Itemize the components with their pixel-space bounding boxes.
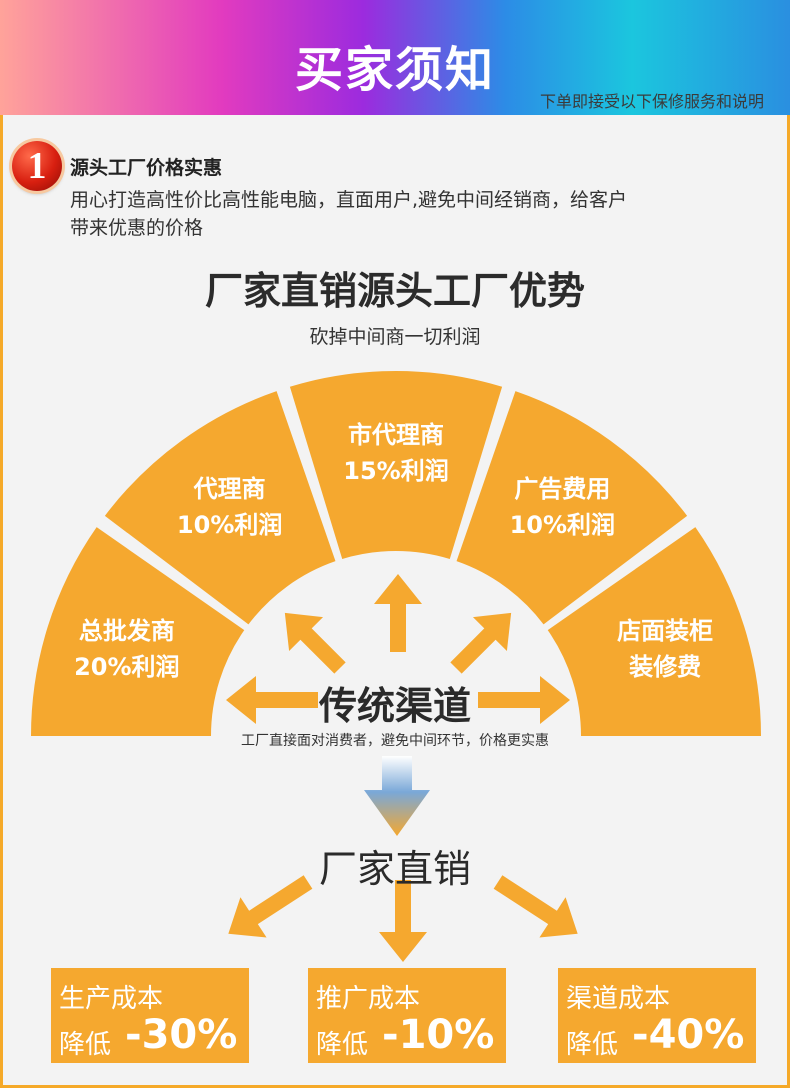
fan-segment bbox=[104, 391, 336, 625]
fan-segments bbox=[31, 371, 761, 736]
arrow-down-icon bbox=[379, 880, 427, 962]
point-description-line: 带来优惠的价格 bbox=[70, 217, 204, 239]
point-title: 源头工厂价格实惠 bbox=[70, 157, 223, 179]
arrow-left-icon bbox=[226, 676, 318, 724]
page-subtitle: 下单即接受以下保修服务和说明 bbox=[539, 92, 764, 111]
fan-segment-name: 市代理商 bbox=[348, 421, 444, 449]
fan-segment-name: 广告费用 bbox=[514, 475, 611, 504]
cost-value: -10% bbox=[382, 1012, 495, 1058]
cost-name: 渠道成本 bbox=[566, 984, 671, 1014]
arrow-down-gradient-icon bbox=[364, 756, 430, 836]
fan-segment-value: 15%利润 bbox=[343, 457, 449, 485]
traditional-channel-subtitle: 工厂直接面对消费者，避免中间环节，价格更实惠 bbox=[241, 733, 549, 749]
point-description-line: 用心打造高性价比高性能电脑，直面用户,避免中间经销商，给客户 bbox=[70, 189, 628, 211]
fan-segment-label: 代理商 10%利润 bbox=[160, 471, 300, 543]
section-title: 厂家直销源头工厂优势 bbox=[204, 269, 585, 313]
cost-box-production: 生产成本 降低 -30% bbox=[51, 968, 249, 1063]
fan-segment bbox=[289, 371, 503, 559]
arrow-up-left-icon bbox=[284, 612, 346, 674]
cost-name: 生产成本 bbox=[59, 984, 164, 1014]
fan-segment-value: 20%利润 bbox=[74, 652, 180, 681]
arrow-group bbox=[226, 574, 578, 962]
fan-segment-value: 10%利润 bbox=[176, 511, 283, 540]
arrow-down-right-icon bbox=[493, 875, 578, 938]
fan-segment-label: 广告费用 10%利润 bbox=[492, 471, 632, 543]
header-banner: 买家须知 下单即接受以下保修服务和说明 bbox=[0, 0, 790, 115]
section-subtitle: 砍掉中间商一切利润 bbox=[309, 326, 481, 348]
arrow-up-right-icon bbox=[450, 612, 512, 674]
cost-value: -40% bbox=[632, 1012, 745, 1058]
fan-segment bbox=[31, 527, 245, 736]
cost-box-channel: 渠道成本 降低 -40% bbox=[558, 968, 756, 1063]
direct-sale-title: 厂家直销 bbox=[318, 847, 471, 891]
fan-segment-label: 市代理商 15%利润 bbox=[326, 417, 466, 489]
fan-segment-name: 总批发商 bbox=[78, 616, 175, 645]
traditional-channel-title: 传统渠道 bbox=[318, 684, 471, 728]
fan-segment-name: 店面装柜 bbox=[617, 616, 714, 645]
fan-segment-label: 店面装柜装修费 bbox=[595, 613, 735, 685]
fan-segment-name: 代理商 bbox=[193, 475, 266, 504]
number-badge-icon: 1 bbox=[12, 141, 62, 191]
fan-segment bbox=[547, 527, 761, 736]
fan-segment-value: 10%利润 bbox=[509, 511, 616, 540]
cost-reduce-label: 降低 bbox=[316, 1030, 369, 1060]
fan-segment bbox=[456, 391, 688, 625]
cost-box-promotion: 推广成本 降低 -10% bbox=[308, 968, 506, 1063]
cost-reduce-label: 降低 bbox=[566, 1030, 619, 1060]
cost-reduce-label: 降低 bbox=[59, 1030, 112, 1060]
arrow-down-left-icon bbox=[228, 875, 313, 938]
arrow-right-icon bbox=[478, 676, 570, 724]
fan-segment-value: 装修费 bbox=[629, 652, 702, 681]
cost-name: 推广成本 bbox=[316, 984, 421, 1014]
page-title: 买家须知 bbox=[294, 42, 495, 98]
fan-segment-label: 总批发商 20%利润 bbox=[57, 613, 197, 685]
arrow-up-icon bbox=[374, 574, 422, 652]
point-description: 用心打造高性价比高性能电脑，直面用户,避免中间经销商，给客户 带来优惠的价格 bbox=[70, 186, 750, 242]
cost-value: -30% bbox=[125, 1012, 238, 1058]
